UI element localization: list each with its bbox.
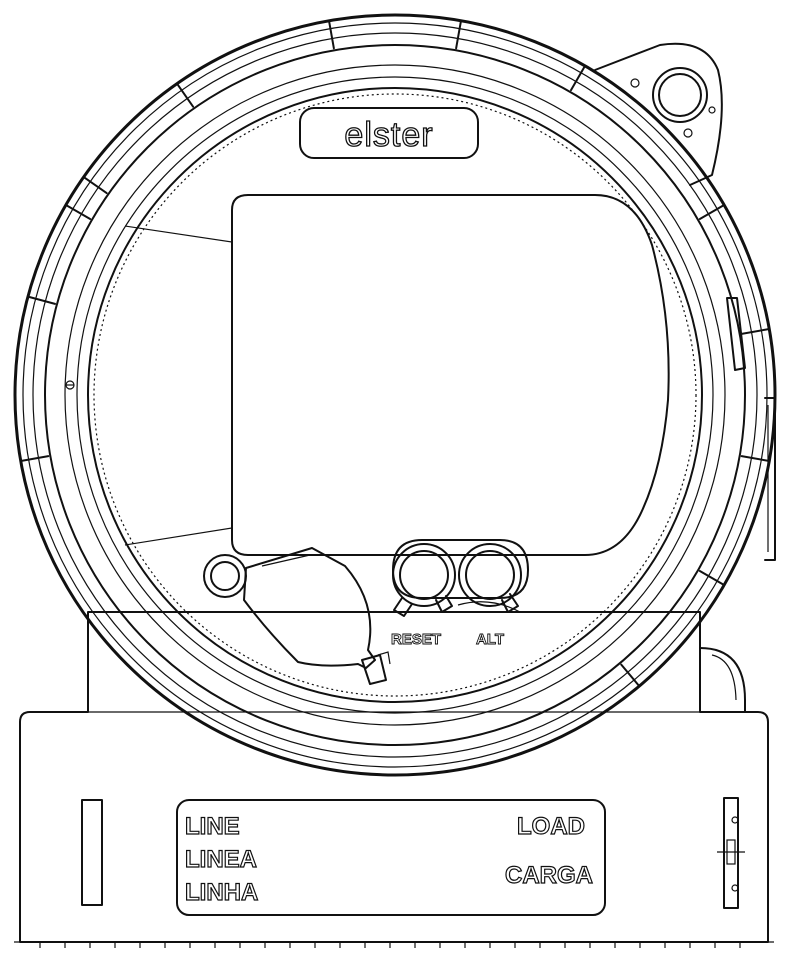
- load-label-1: CARGA: [505, 862, 593, 889]
- bottom-ticks: [39, 942, 741, 948]
- reset-button[interactable]: RESET: [391, 539, 529, 648]
- terminal-label-panel: LINE LINEA LINHA LOAD CARGA: [176, 799, 606, 916]
- reset-label: RESET: [391, 631, 441, 648]
- ring-notch: [740, 328, 771, 335]
- line-label-2: LINHA: [185, 879, 258, 906]
- ring-notch: [64, 204, 92, 220]
- ring-notch: [26, 295, 56, 305]
- brand-badge: elster: [299, 107, 479, 159]
- ring-notch: [19, 455, 50, 462]
- left-slot: [81, 799, 103, 906]
- ring-notch: [455, 19, 462, 50]
- ring-notch: [620, 663, 641, 688]
- load-label-0: LOAD: [517, 813, 585, 840]
- ring-notch: [698, 570, 726, 586]
- ring-notch: [740, 455, 771, 462]
- ring-notches: [19, 19, 771, 688]
- ring-notch: [328, 19, 335, 50]
- brand-name: elster: [344, 116, 433, 154]
- ring-notch: [698, 204, 726, 220]
- right-connector: [717, 797, 745, 909]
- alt-label: ALT: [476, 631, 504, 648]
- optical-port-cover: [203, 547, 391, 685]
- left-edge-detail: [65, 380, 75, 390]
- ring-notch: [176, 82, 195, 108]
- line-label-0: LINE: [185, 813, 240, 840]
- right-side-latch: [726, 297, 776, 561]
- display-window: [124, 194, 670, 556]
- line-label-1: LINEA: [185, 846, 257, 873]
- mounting-tab: [594, 42, 723, 186]
- meter-base: [14, 611, 774, 948]
- alt-button[interactable]: ALT: [457, 543, 522, 648]
- ring-notch: [82, 176, 108, 195]
- ring-notch: [570, 64, 586, 92]
- outer-ring: [13, 13, 777, 777]
